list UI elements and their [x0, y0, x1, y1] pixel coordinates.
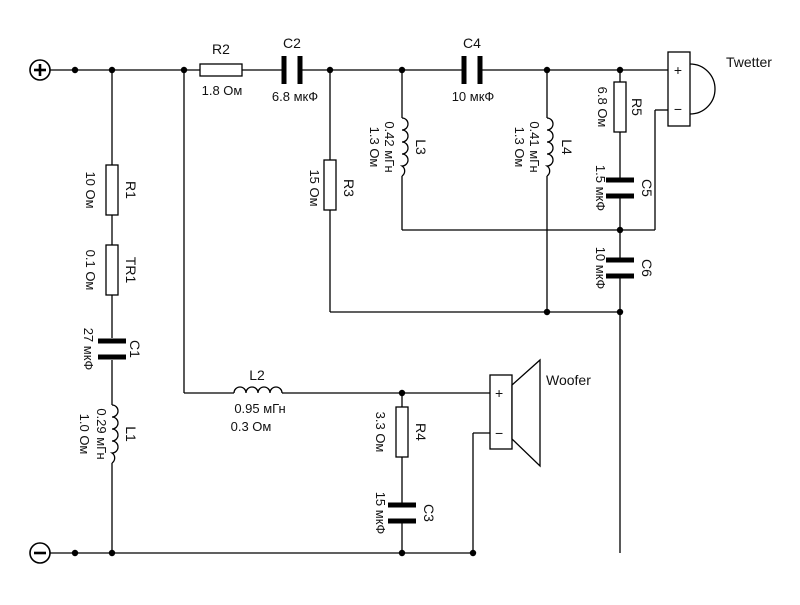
tweeter-minus-label: − [674, 101, 682, 117]
c2-value: 6.8 мкФ [272, 89, 318, 104]
wires [40, 69, 668, 554]
r3-name: R3 [341, 179, 357, 197]
c4-name: C4 [463, 35, 481, 51]
woofer-minus-label: − [495, 425, 503, 441]
l2-value: 0.95 мГн [234, 401, 285, 416]
c6-name: C6 [639, 259, 655, 277]
c2-name: C2 [283, 35, 301, 51]
capacitor-c4: C4 10 мкФ [452, 35, 495, 104]
resistor-r1: R1 10 Ом [83, 164, 139, 216]
resistor-r5: R5 6.8 Ом [595, 81, 645, 133]
r4-name: R4 [413, 423, 429, 441]
l2-name: L2 [249, 367, 265, 383]
resistor-r2: R2 1.8 Ом [199, 41, 243, 98]
junction-dots [71, 66, 624, 557]
r1-name: R1 [123, 181, 139, 199]
r3-value: 15 Ом [307, 169, 322, 206]
resistor-r4: R4 3.3 Ом [373, 406, 429, 458]
r1-value: 10 Ом [83, 171, 98, 208]
capacitor-c3: C3 15 мкФ [373, 492, 437, 535]
capacitor-c6: C6 10 мкФ [593, 247, 655, 290]
capacitor-c5: C5 1.5 мкФ [593, 165, 655, 211]
terminal-plus [29, 59, 51, 81]
l3-name: L3 [413, 139, 429, 155]
r2-value: 1.8 Ом [202, 83, 243, 98]
c1-value: 27 мкФ [81, 328, 96, 371]
tweeter-name: Twetter [726, 54, 772, 70]
tweeter-plus-label: + [674, 62, 682, 78]
l3-value: 0.42 мГн [382, 121, 397, 172]
c3-value: 15 мкФ [373, 492, 388, 535]
l2-resistance: 0.3 Ом [231, 419, 272, 434]
resistor-r3: R3 15 Ом [307, 159, 357, 211]
r5-name: R5 [629, 98, 645, 116]
c4-value: 10 мкФ [452, 89, 495, 104]
c1-name: C1 [127, 340, 143, 358]
l4-name: L4 [559, 139, 575, 155]
c3-name: C3 [421, 504, 437, 522]
capacitor-c1: C1 27 мкФ [81, 328, 143, 371]
woofer-plus-label: + [495, 385, 503, 401]
tweeter-speaker: + − Twetter [667, 51, 772, 127]
l4-resistance: 1.3 Ом [512, 127, 527, 168]
resistor-tr1: TR1 0.1 Ом [83, 244, 139, 296]
inductor-l1: L1 0.29 мГн 1.0 Ом [77, 404, 139, 464]
l1-resistance: 1.0 Ом [77, 414, 92, 455]
l1-value: 0.29 мГн [94, 408, 109, 459]
inductor-l3: L3 0.42 мГн 1.3 Ом [367, 117, 429, 177]
r5-value: 6.8 Ом [595, 87, 610, 128]
l1-name: L1 [123, 426, 139, 442]
capacitor-c2: C2 6.8 мкФ [272, 35, 318, 104]
r2-name: R2 [212, 41, 230, 57]
c5-value: 1.5 мкФ [593, 165, 608, 211]
terminal-minus [29, 542, 51, 564]
l3-resistance: 1.3 Ом [367, 127, 382, 168]
woofer-name: Woofer [546, 372, 591, 388]
inductor-l4: L4 0.41 мГн 1.3 Ом [512, 117, 575, 177]
inductor-l2: L2 0.95 мГн 0.3 Ом [231, 367, 286, 434]
l4-value: 0.41 мГн [527, 121, 542, 172]
tr1-value: 0.1 Ом [83, 250, 98, 291]
r4-value: 3.3 Ом [373, 412, 388, 453]
tr1-name: TR1 [123, 257, 139, 284]
woofer-speaker: + − Woofer [489, 358, 591, 468]
c6-value: 10 мкФ [593, 247, 608, 290]
c5-name: C5 [639, 179, 655, 197]
